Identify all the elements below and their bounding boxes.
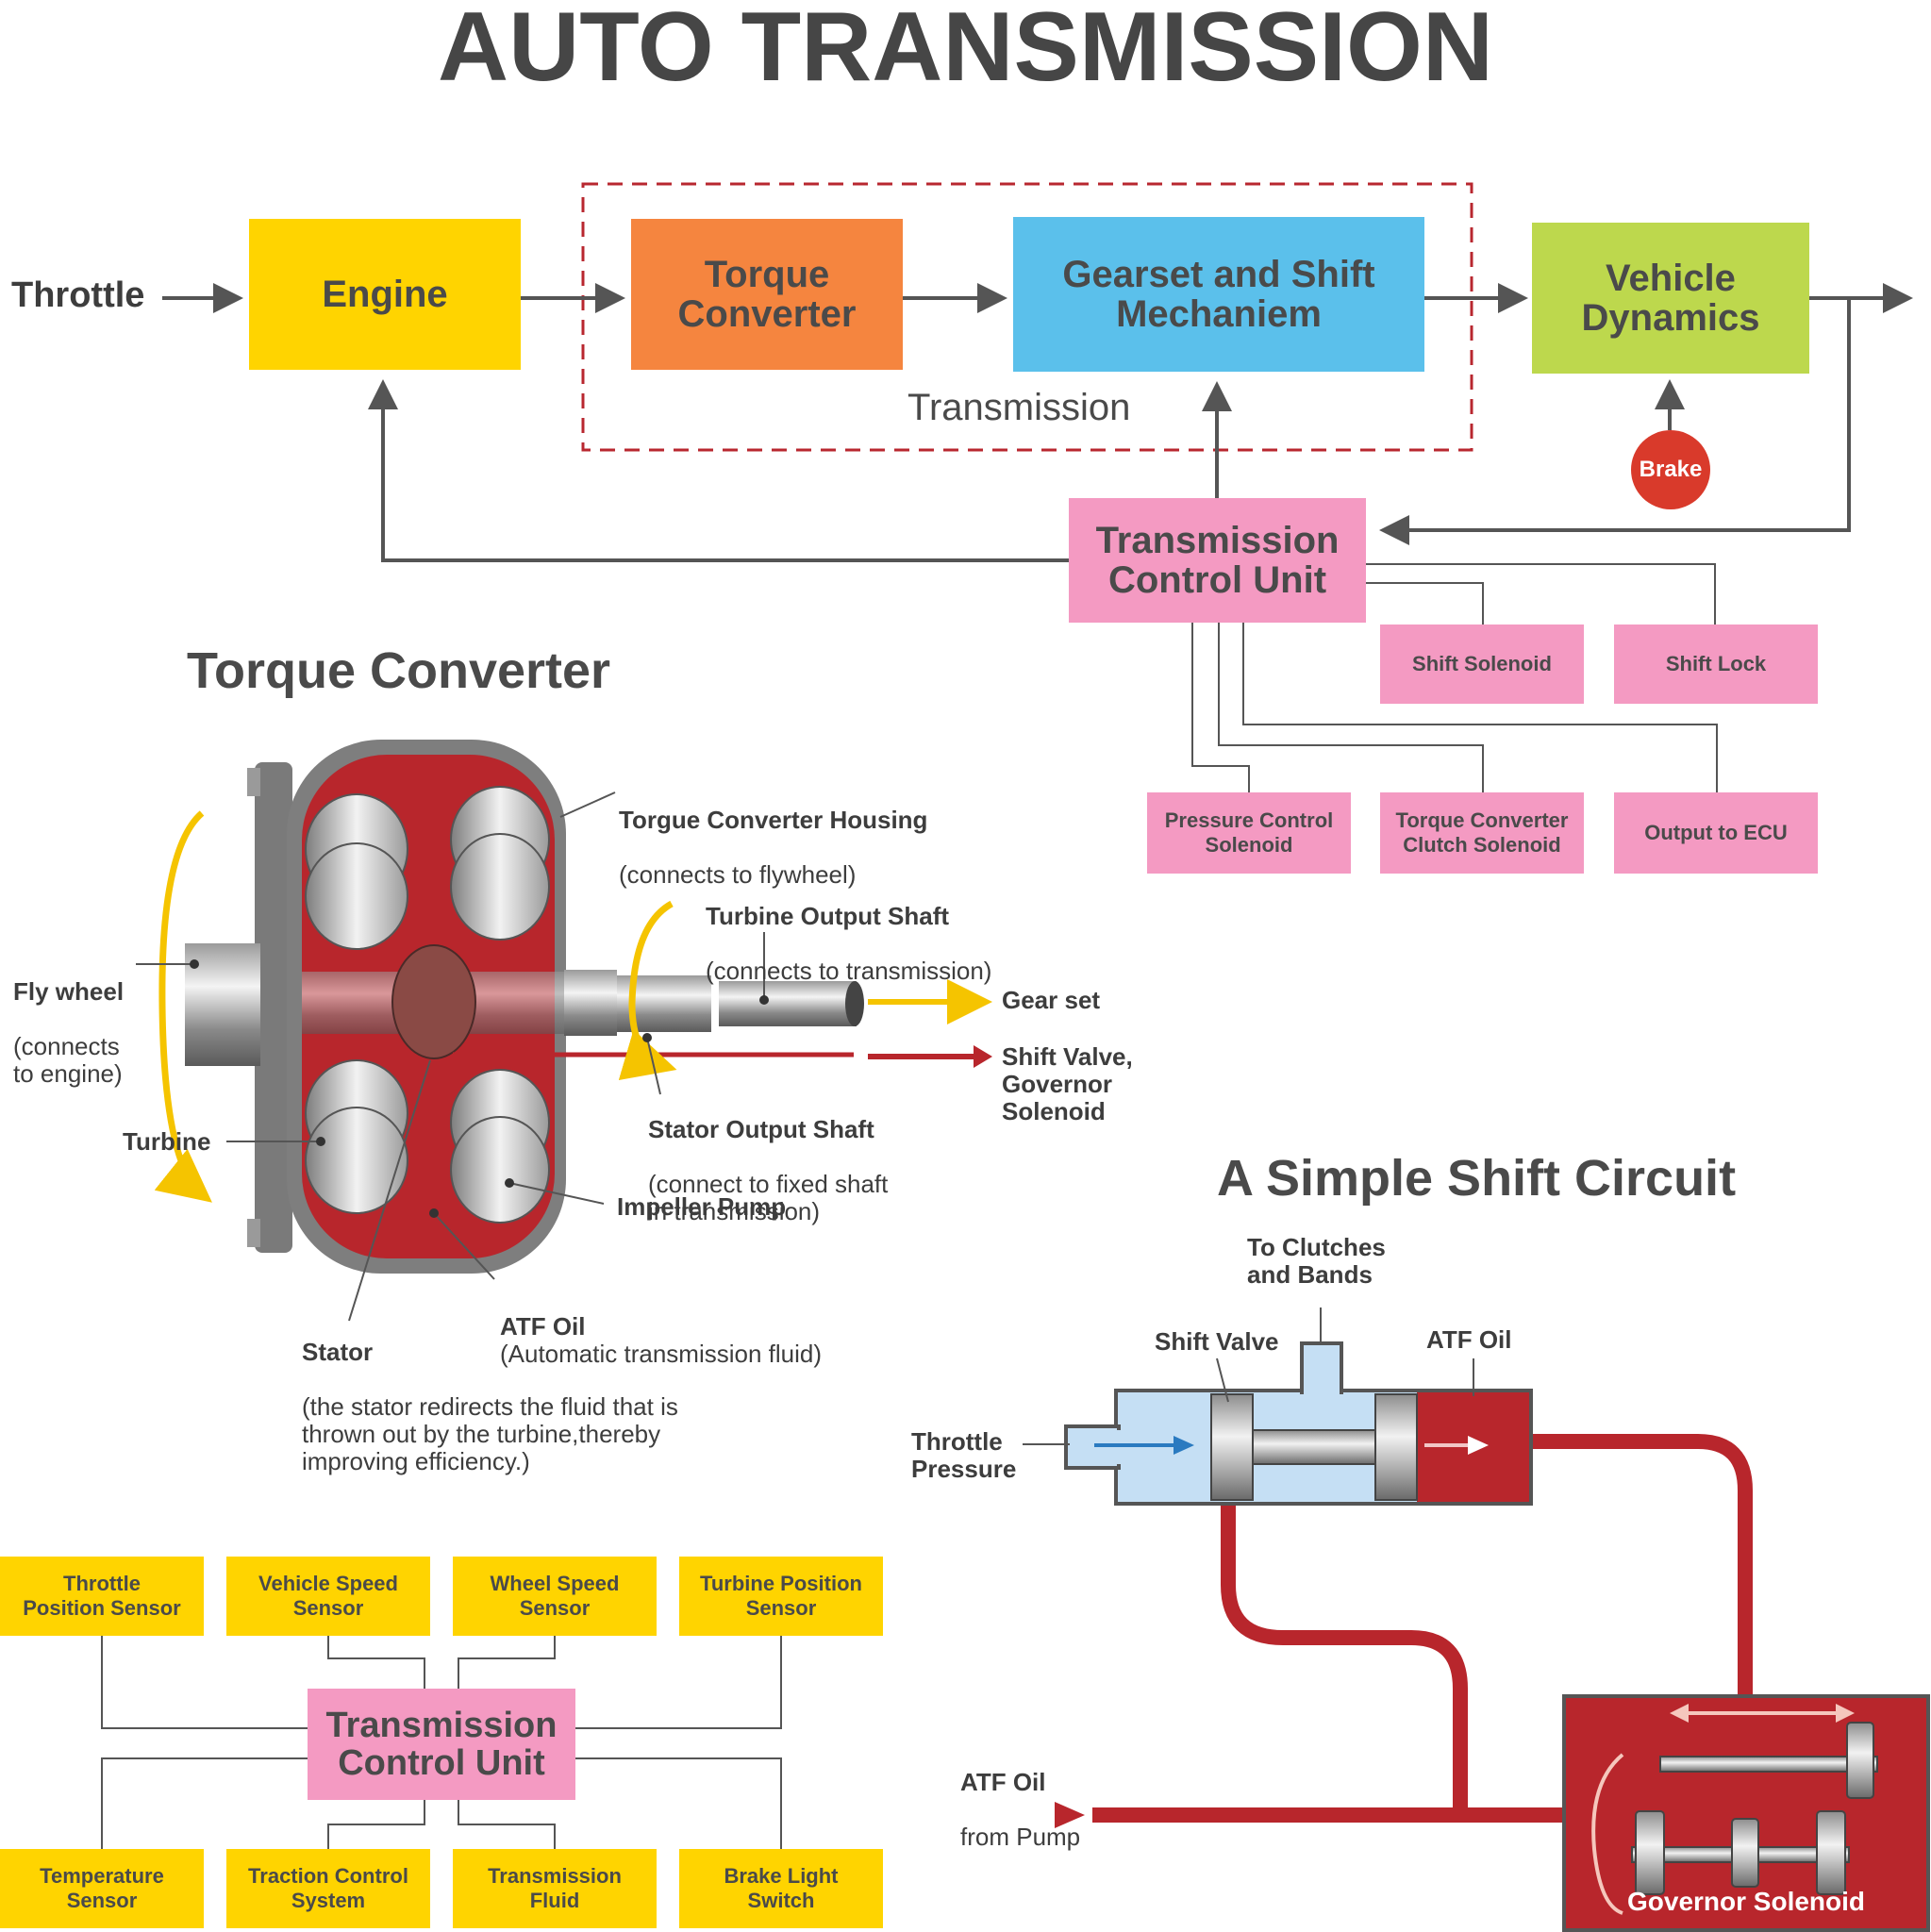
mounting-plate bbox=[255, 762, 292, 1253]
turbine-blades bbox=[305, 793, 408, 1214]
shift-valve-governor-label: Shift Valve, Governor Solenoid bbox=[1002, 1042, 1133, 1125]
stator-title: Stator bbox=[302, 1338, 374, 1366]
flywheel-sub: (connects to engine) bbox=[13, 1032, 123, 1088]
sensor-tcu-box: Transmission Control Unit bbox=[308, 1689, 575, 1800]
stator-label: Stator (the stator redirects the fluid t… bbox=[302, 1311, 678, 1475]
torque-converter-box: Torque Converter bbox=[631, 219, 903, 370]
shift-valve-label: Shift Valve bbox=[1155, 1327, 1279, 1356]
transmission-boundary bbox=[581, 182, 1473, 452]
turbine-shaft-sub: (connects to transmission) bbox=[706, 957, 992, 985]
stator-shaft-title: Stator Output Shaft bbox=[648, 1115, 874, 1143]
tcc-solenoid-box: Torque Converter Clutch Solenoid bbox=[1380, 792, 1584, 874]
impeller-blades bbox=[450, 786, 550, 1224]
traction-control-system: Traction Control System bbox=[226, 1849, 430, 1928]
shift-solenoid-box: Shift Solenoid bbox=[1380, 625, 1584, 704]
atf-from-pump-title: ATF Oil bbox=[960, 1768, 1046, 1796]
atf-sub: (Automatic transmission fluid) bbox=[500, 1340, 822, 1368]
vehicle-dynamics-box: Vehicle Dynamics bbox=[1532, 223, 1809, 374]
brake-light-switch: Brake Light Switch bbox=[679, 1849, 883, 1928]
atf-oil-label: ATF Oil (Automatic transmission fluid) bbox=[500, 1286, 822, 1368]
vehicle-speed-sensor: Vehicle Speed Sensor bbox=[226, 1557, 430, 1636]
housing-sub: (connects to flywheel) bbox=[619, 860, 857, 889]
gear-set-label: Gear set bbox=[1002, 986, 1101, 1014]
throttle-label: Throttle bbox=[11, 275, 145, 315]
turbine-output-shaft bbox=[719, 981, 857, 1026]
governor-solenoid-label: Governor Solenoid bbox=[1626, 1887, 1866, 1916]
transmission-label: Transmission bbox=[907, 387, 1131, 428]
turbine-position-sensor: Turbine Position Sensor bbox=[679, 1557, 883, 1636]
atf-from-pump-label: ATF Oil from Pump bbox=[960, 1741, 1080, 1851]
stator-sub: (the stator redirects the fluid that is … bbox=[302, 1392, 678, 1475]
pressure-control-box: Pressure Control Solenoid bbox=[1147, 792, 1351, 874]
stator-shaft-sub: (connect to fixed shaft in transmission) bbox=[648, 1170, 889, 1225]
stator-core bbox=[391, 944, 476, 1059]
stator-shaft-label: Stator Output Shaft (connect to fixed sh… bbox=[648, 1089, 888, 1225]
shift-circuit-heading: A Simple Shift Circuit bbox=[1217, 1150, 1737, 1207]
brake-badge: Brake bbox=[1631, 430, 1710, 509]
atf-from-pump-sub: from Pump bbox=[960, 1823, 1081, 1851]
housing-title: Torgue Converter Housing bbox=[619, 806, 928, 834]
atf-title: ATF Oil bbox=[500, 1312, 586, 1341]
impeller-label: Impeller Pump bbox=[617, 1192, 787, 1221]
turbine-shaft-label: Turbine Output Shaft (connects to transm… bbox=[706, 875, 991, 985]
atf-oil-circuit-label: ATF Oil bbox=[1426, 1325, 1512, 1354]
governor-gears bbox=[1631, 1722, 1878, 1895]
shift-lock-box: Shift Lock bbox=[1614, 625, 1818, 704]
output-ecu-box: Output to ECU bbox=[1614, 792, 1818, 874]
engine-box: Engine bbox=[249, 219, 521, 370]
transmission-fluid: Transmission Fluid bbox=[453, 1849, 657, 1928]
flywheel-title: Fly wheel bbox=[13, 977, 125, 1006]
torque-converter-heading: Torque Converter bbox=[187, 642, 611, 699]
flywheel-label: Fly wheel (connects to engine) bbox=[13, 951, 124, 1088]
to-clutches-label: To Clutches and Bands bbox=[1247, 1233, 1386, 1289]
turbine-shaft-title: Turbine Output Shaft bbox=[706, 902, 950, 930]
tcu-box: Transmission Control Unit bbox=[1069, 498, 1366, 623]
housing-label: Torgue Converter Housing (connects to fl… bbox=[619, 779, 927, 889]
page-title: AUTO TRANSMISSION bbox=[437, 0, 1493, 102]
gearset-box: Gearset and Shift Mechaniem bbox=[1013, 217, 1424, 372]
turbine-label: Turbine bbox=[123, 1127, 211, 1156]
throttle-pressure-label: Throttle Pressure bbox=[911, 1427, 1017, 1483]
throttle-position-sensor: Throttle Position Sensor bbox=[0, 1557, 204, 1636]
temperature-sensor: Temperature Sensor bbox=[0, 1849, 204, 1928]
wheel-speed-sensor: Wheel Speed Sensor bbox=[453, 1557, 657, 1636]
